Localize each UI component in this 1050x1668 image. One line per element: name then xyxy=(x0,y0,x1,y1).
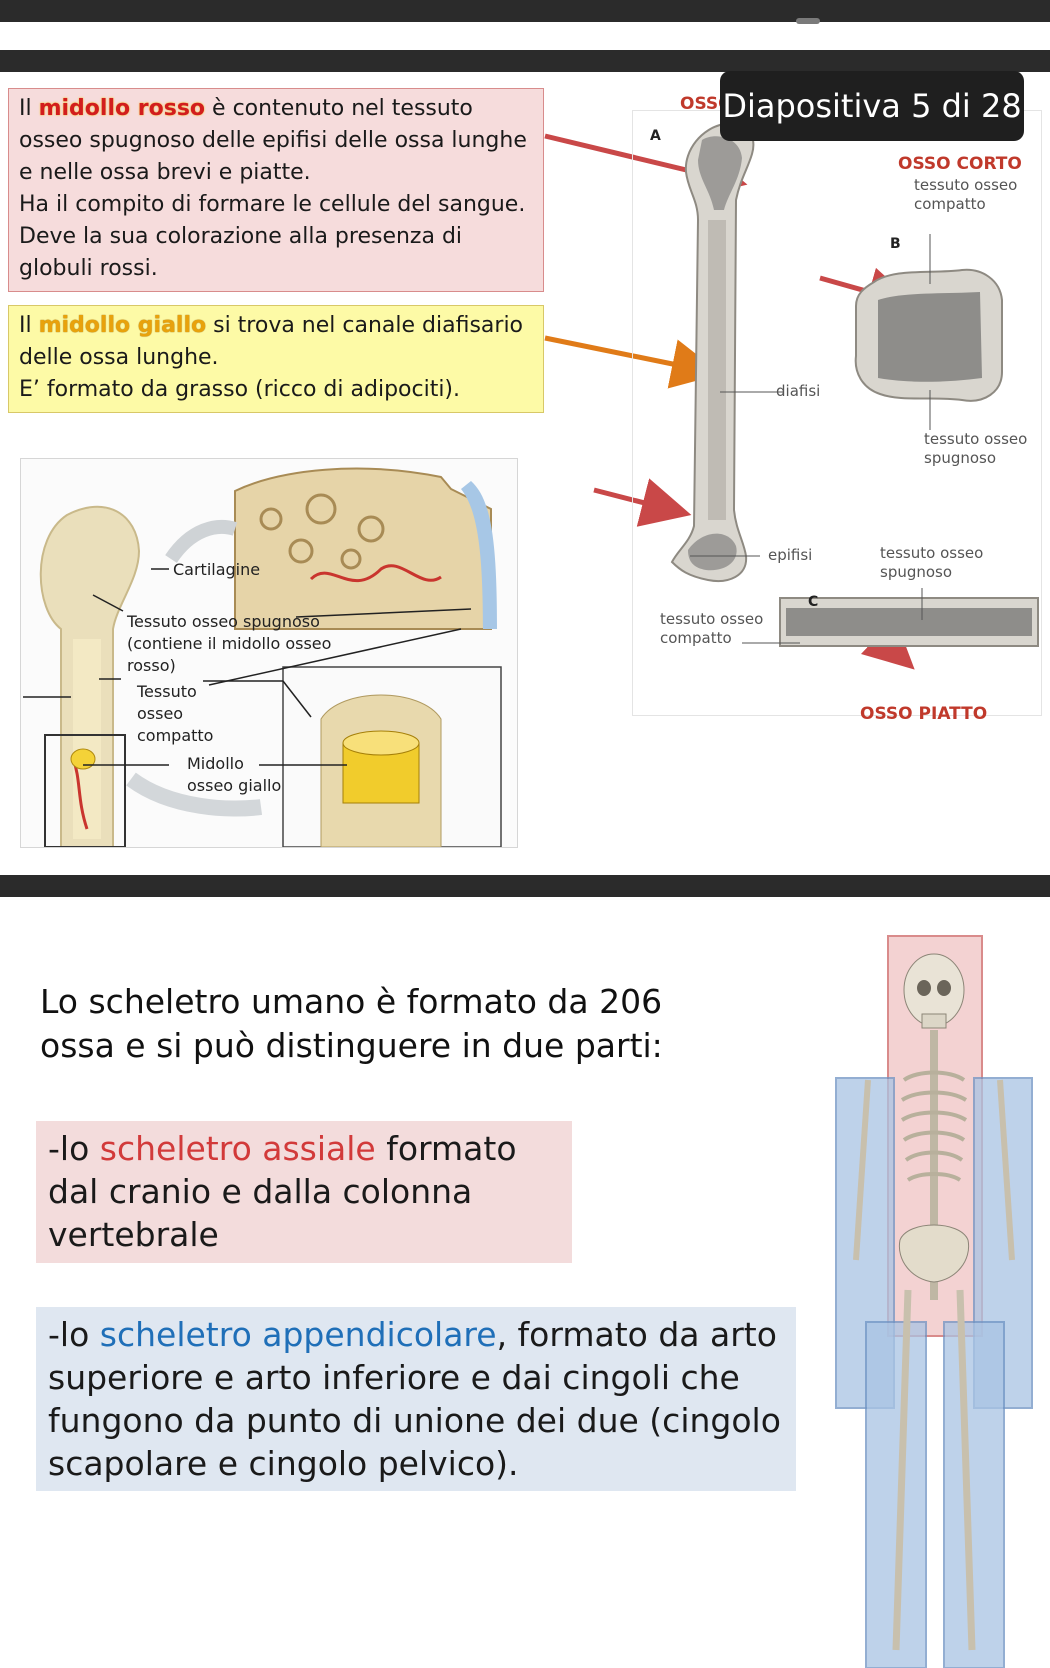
red-marrow-color: Deve la sua colorazione alla presenza di… xyxy=(19,224,463,281)
top-bar xyxy=(0,0,1050,22)
axial-prefix: -lo xyxy=(48,1129,100,1168)
axial-text: formato dal cranio e dalla colonna verte… xyxy=(48,1129,517,1254)
label-c: C xyxy=(808,594,819,610)
append-text: , formato da arto superiore e arto infer… xyxy=(48,1315,781,1483)
red-marrow-function: Ha il compito di formare le cellule del … xyxy=(19,192,526,217)
label-b: B xyxy=(890,236,901,252)
skeleton-intro: Lo scheletro umano è formato da 206 ossa… xyxy=(40,982,663,1065)
osso-title-peek: OSSO xyxy=(680,94,733,114)
cross-section-illustration xyxy=(23,467,502,847)
short-bone-title: OSSO CORTO xyxy=(898,154,1022,174)
skeleton-illustration xyxy=(808,930,1050,1668)
yellow-marrow-box: Il midollo giallo si trova nel canale di… xyxy=(8,305,544,413)
flat-spongy-label: tessuto osseo spugnoso xyxy=(880,544,984,581)
axial-skeleton-box: -lo scheletro assiale formato dal cranio… xyxy=(36,1121,572,1263)
spongy-tissue-label: tessuto osseo spugnoso xyxy=(924,430,1028,467)
yellow-marrow-prefix: Il xyxy=(19,313,39,338)
compact-tissue-label: tessuto osseo compatto xyxy=(914,176,1018,213)
label-a: A xyxy=(650,128,661,144)
spongy-bone-label: Tessuto osseo spugnoso (contiene il mido… xyxy=(127,612,332,675)
yellow-marrow-keyword: midollo giallo xyxy=(38,313,207,338)
slide-top-border xyxy=(0,50,1050,72)
red-marrow-keyword: midollo rosso xyxy=(38,96,206,121)
flat-compact-label: tessuto osseo compatto xyxy=(660,610,764,647)
slide-counter-badge: Diapositiva 5 di 28 xyxy=(720,71,1024,141)
slide-separator xyxy=(0,875,1050,897)
orange-arrow xyxy=(544,335,722,389)
drag-handle[interactable] xyxy=(796,18,820,24)
red-marrow-text: è contenuto nel tessuto osseo spugnoso d… xyxy=(19,96,527,185)
red-marrow-box: Il midollo rosso è contenuto nel tessuto… xyxy=(8,88,544,292)
cartilage-label: Cartilagine xyxy=(173,560,261,579)
bone-illustration xyxy=(632,110,1042,716)
appendicular-skeleton-box: -lo scheletro appendicolare, formato da … xyxy=(36,1307,796,1491)
epiphysis-label: epifisi xyxy=(768,546,813,564)
append-prefix: -lo xyxy=(48,1315,100,1354)
yellow-marrow-composition: E’ formato da grasso (ricco di adipociti… xyxy=(19,377,461,402)
yellow-marrow-text: si trova nel canale diafisario delle oss… xyxy=(19,313,524,370)
red-marrow-prefix: Il xyxy=(19,96,39,121)
axial-keyword: scheletro assiale xyxy=(99,1129,376,1168)
append-keyword: scheletro appendicolare xyxy=(99,1315,497,1354)
skeleton-figure xyxy=(835,935,1033,1668)
bone-types-diagram: A B C OSSO CORTO tessuto osseo compatto … xyxy=(632,110,1042,724)
flat-bone-title: OSSO PIATTO xyxy=(860,704,988,724)
yellow-marrow-label: Midollo osseo giallo xyxy=(187,754,282,795)
diaphysis-label: diafisi xyxy=(776,382,821,400)
bone-cross-section-diagram: Cartilagine Tessuto osseo spugnoso (cont… xyxy=(20,458,518,848)
compact-bone-label: Tessuto osseo compatto xyxy=(137,682,214,745)
slide-counter-text: Diapositiva 5 di 28 xyxy=(722,87,1022,125)
